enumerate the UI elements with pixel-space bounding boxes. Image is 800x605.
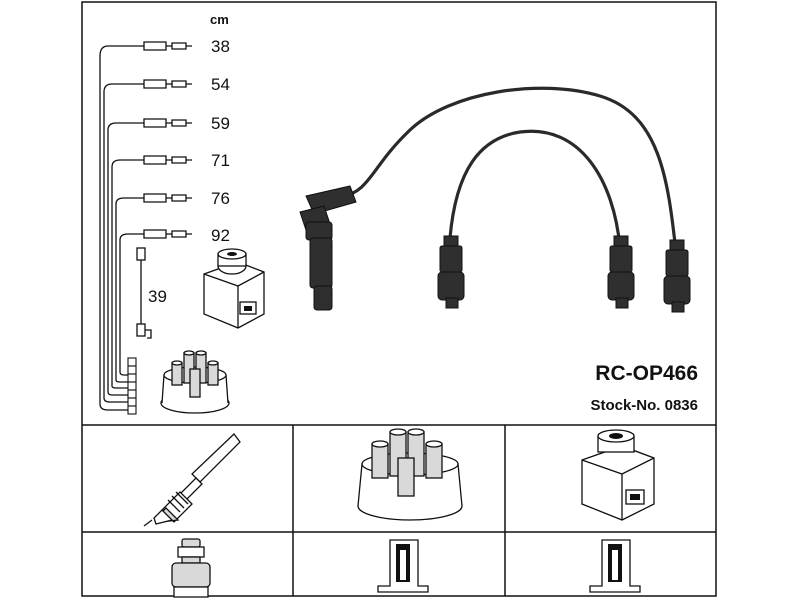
coil-lead-length: 39	[148, 287, 167, 306]
product-identification: RC-OP466 Stock-No. 0836	[590, 362, 698, 414]
frame	[81, 1, 717, 597]
length-label: 54	[211, 75, 230, 94]
leg-routing-54	[103, 83, 138, 403]
length-legend: cm 38 54 59	[99, 12, 265, 415]
plug-boot-middle	[607, 235, 635, 309]
length-label: 71	[211, 151, 230, 170]
terminal-nut-icon	[171, 538, 211, 598]
ignition-coil-icon	[203, 248, 265, 329]
length-label: 92	[211, 226, 230, 245]
cable-loop	[448, 129, 622, 250]
lead-row-76: 76	[138, 189, 230, 208]
stock-number: Stock-No. 0836	[590, 397, 698, 414]
terminal-clip-icon	[377, 539, 429, 593]
coil-lead-sketch: 39	[136, 247, 167, 339]
leg-routing-71	[111, 159, 138, 389]
distributor-cap-large-icon	[357, 428, 463, 521]
leg-routing-92	[119, 233, 138, 376]
coil-boot	[299, 185, 357, 311]
lead-row-59: 59	[138, 114, 230, 133]
terminal-clip-icon-2	[589, 539, 641, 593]
model-number: RC-OP466	[595, 362, 698, 385]
lead-row-54: 54	[138, 75, 230, 94]
leg-routing-38	[99, 45, 138, 411]
lead-row-38: 38	[138, 37, 230, 56]
ignition-lead-set-illustration	[299, 86, 691, 313]
plug-boot-right	[663, 239, 691, 313]
length-label: 38	[211, 37, 230, 56]
unit-label: cm	[210, 12, 229, 27]
lead-row-92: 92	[138, 226, 230, 245]
distributor-cap-icon	[160, 350, 230, 414]
ignition-coil-large-icon	[581, 429, 655, 521]
spark-plug-icon	[143, 433, 241, 527]
leg-routing-59	[107, 122, 138, 396]
lead-row-71: 71	[138, 151, 230, 170]
cable-long	[338, 86, 678, 254]
length-label: 76	[211, 189, 230, 208]
leg-routing-76	[115, 197, 138, 383]
length-label: 59	[211, 114, 230, 133]
plug-boot-left	[437, 235, 465, 309]
